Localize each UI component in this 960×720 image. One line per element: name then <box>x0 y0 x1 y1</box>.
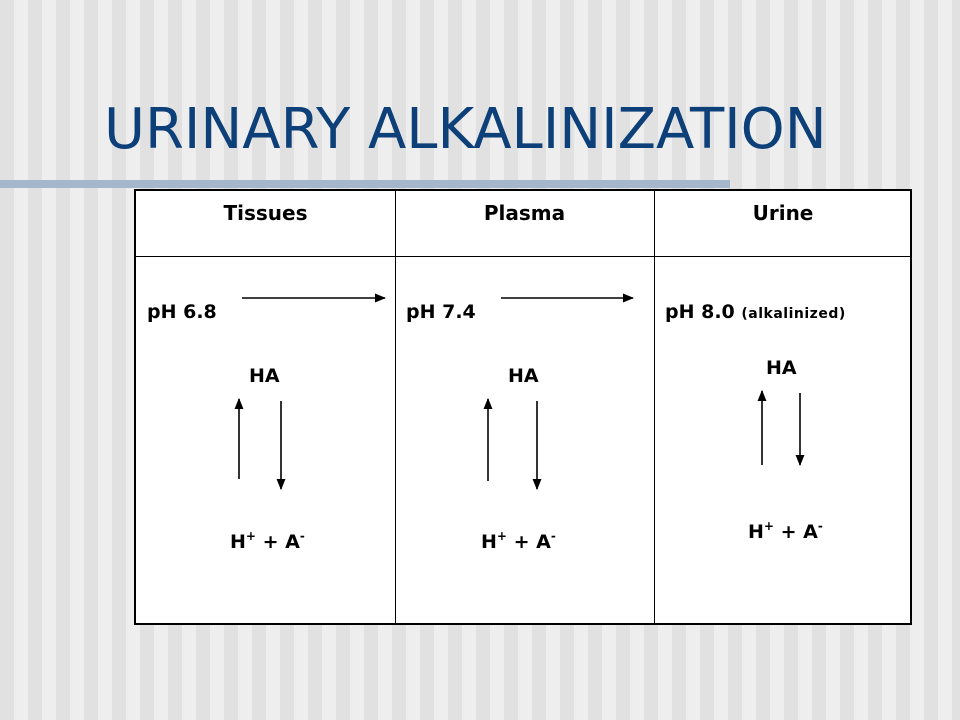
plasma-ph: pH 7.4 <box>406 301 476 323</box>
header-plasma: Plasma <box>483 201 566 225</box>
tissues-ion-a: A <box>285 531 300 553</box>
urine-ph: pH 8.0 <box>665 301 735 323</box>
urine-ph-line: pH 8.0 (alkalinized) <box>665 301 846 323</box>
tissues-ion-h: H <box>230 531 246 553</box>
header-urine: Urine <box>752 201 814 225</box>
plasma-plus-sign: + <box>513 531 530 553</box>
tissues-ph: pH 6.8 <box>147 301 217 323</box>
ph-comparison-table: Tissues Plasma Urine pH 6.8 HA H+ + A- p… <box>134 189 912 625</box>
plasma-ha: HA <box>508 365 539 387</box>
urine-ion-a: A <box>803 521 818 543</box>
tissues-ha: HA <box>249 365 280 387</box>
tissues-dissociated-ions: H+ + A- <box>230 529 305 553</box>
plasma-ion-a-charge: - <box>550 529 556 543</box>
arrows-layer <box>234 293 805 491</box>
header-tissues: Tissues <box>223 201 308 225</box>
urine-ion-a-charge: - <box>817 519 823 533</box>
urine-plus-sign: + <box>780 521 797 543</box>
header-divider <box>136 256 910 257</box>
tissues-ion-h-charge: + <box>245 529 256 543</box>
column-divider <box>395 191 396 623</box>
tissues-plus-sign: + <box>262 531 279 553</box>
plasma-dissociated-ions: H+ + A- <box>481 529 556 553</box>
slide-title: URINARY ALKALINIZATION <box>104 97 827 162</box>
urine-dissociated-ions: H+ + A- <box>748 519 823 543</box>
plasma-ion-h-charge: + <box>496 529 507 543</box>
column-divider <box>654 191 655 623</box>
urine-ion-h: H <box>748 521 764 543</box>
plasma-ion-h: H <box>481 531 497 553</box>
tissues-ion-a-charge: - <box>299 529 305 543</box>
urine-alkalinized-note: (alkalinized) <box>741 306 846 322</box>
urine-ha: HA <box>766 357 797 379</box>
plasma-ion-a: A <box>536 531 551 553</box>
urine-ion-h-charge: + <box>763 519 774 533</box>
title-underline-bar <box>0 180 730 188</box>
